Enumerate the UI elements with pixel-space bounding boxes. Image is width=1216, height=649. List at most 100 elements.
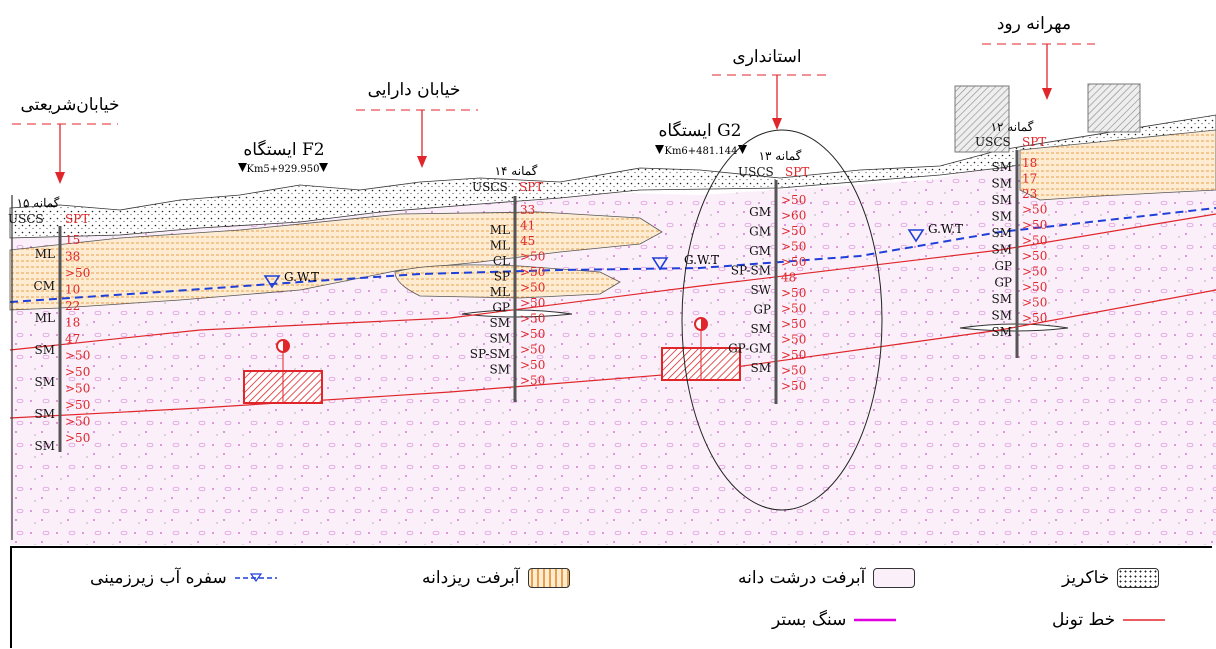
uscs-label: SP-SM	[731, 264, 771, 278]
spt-value: >50	[781, 317, 806, 331]
svg-text:USCS: USCS	[8, 212, 44, 226]
spt-value: >50	[520, 358, 545, 372]
uscs-label: SM	[991, 243, 1012, 257]
spt-value: >50	[520, 312, 545, 326]
tunnel-line-lower	[9, 289, 1216, 419]
spt-value: >50	[1022, 218, 1047, 232]
spt-value: >50	[781, 240, 806, 254]
uscs-label: SM	[991, 226, 1012, 240]
svg-text:گمانه ۱۴: گمانه ۱۴	[495, 164, 538, 178]
spt-value: >50	[520, 281, 545, 295]
uscs-label: SW	[750, 283, 771, 297]
coarse-alluvium-swatch-icon	[873, 568, 916, 588]
uscs-label: SM	[991, 309, 1012, 323]
qanat-block-left	[954, 85, 1010, 153]
uscs-label: SM	[991, 292, 1012, 306]
uscs-label: ML	[35, 311, 55, 325]
uscs-label: SM	[489, 363, 510, 377]
spt-value: >50	[1022, 311, 1047, 325]
uscs-label: GP	[492, 301, 510, 315]
svg-text:گمانه ۱۵: گمانه ۱۵	[17, 196, 60, 210]
gravel-lens-bh14	[461, 309, 573, 318]
uscs-label: SM	[991, 177, 1012, 191]
tunnel-line-icon	[1123, 619, 1166, 621]
spt-value: >50	[1022, 280, 1047, 294]
spt-value: >50	[65, 415, 90, 429]
svg-text:USCS: USCS	[472, 180, 508, 194]
legend-fill: خاکریز	[1062, 568, 1160, 588]
uscs-label: SM	[34, 407, 55, 421]
gwt-marker-2: G.W.T	[651, 253, 719, 271]
uscs-label: GM	[749, 205, 771, 219]
spt-value: >50	[781, 348, 806, 362]
uscs-label: ML	[490, 285, 510, 299]
spt-value: >50	[781, 255, 806, 269]
spt-value: >50	[520, 343, 545, 357]
uscs-label: SM	[34, 343, 55, 357]
spt-value: >50	[1022, 234, 1047, 248]
spt-value: 17	[1022, 172, 1037, 186]
fine-alluvium-swatch-icon	[527, 568, 570, 588]
uscs-label: SM	[991, 325, 1012, 339]
station-g2-box	[661, 317, 741, 381]
landmark-mehraneh-rud: مهرانه رود	[982, 14, 1095, 100]
uscs-label: SM	[34, 375, 55, 389]
spt-value: >50	[65, 365, 90, 379]
spt-value: >50	[520, 265, 545, 279]
svg-text:USCS: USCS	[738, 165, 774, 179]
uscs-label: GP	[994, 276, 1012, 290]
spt-value: >50	[781, 193, 806, 207]
spt-value: 23	[1022, 187, 1037, 201]
uscs-label: SM	[991, 160, 1012, 174]
spt-value: >50	[781, 364, 806, 378]
spt-value: 41	[520, 219, 535, 233]
svg-text:USCS: USCS	[975, 135, 1011, 149]
uscs-label: SM	[489, 316, 510, 330]
legend-groundwater-label: سفره آب زیرزمینی	[90, 568, 227, 588]
spt-value: 10	[65, 283, 80, 297]
uscs-label: SP-SM	[470, 347, 510, 361]
legend-tunnel-label: خط تونل	[1052, 610, 1116, 630]
spt-value: >50	[65, 349, 90, 363]
legend-coarse-alluvium: آبرفت درشت دانه	[738, 568, 916, 588]
svg-text:ایستگاه G2: ایستگاه G2	[658, 120, 741, 141]
station-f2-box	[243, 339, 323, 404]
groundwater-line	[9, 207, 1216, 303]
spt-value: >50	[520, 250, 545, 264]
tunnel-line-upper	[9, 213, 1216, 351]
svg-text:G.W.T: G.W.T	[928, 222, 963, 236]
spt-value: 15	[65, 233, 80, 247]
uscs-label: GM	[749, 225, 771, 239]
legend-fine-alluvium-label: آبرفت ریزدانه	[422, 568, 520, 588]
uscs-label: SM	[489, 332, 510, 346]
spt-value: >50	[1022, 265, 1047, 279]
borehole-12: گمانه ۱۲ USCS SPT SMSMSMSMSMSMGPGPSMSMSM…	[975, 120, 1047, 358]
spt-value: >50	[781, 286, 806, 300]
svg-text:مهرانه رود: مهرانه رود	[997, 14, 1071, 34]
svg-text:SPT: SPT	[1022, 135, 1046, 149]
svg-text:G.W.T: G.W.T	[284, 270, 319, 284]
station-f2: ایستگاه F2 Km5+929.950	[238, 139, 328, 175]
spt-value: 22	[65, 299, 80, 313]
gwt-marker-1: G.W.T	[263, 270, 319, 289]
spt-value: >50	[781, 379, 806, 393]
spt-value: >50	[781, 333, 806, 347]
spt-value: 48	[781, 271, 796, 285]
spt-value: 38	[65, 250, 80, 264]
uscs-label: SM	[991, 193, 1012, 207]
spt-value: 47	[65, 332, 80, 346]
spt-value: >50	[520, 327, 545, 341]
fine-alluvium-lens-right	[1019, 129, 1216, 201]
section-drawing: G.W.T G.W.T G.W.T خیابان‌شریعتی خیابان د…	[8, 14, 1216, 545]
spt-value: >50	[65, 382, 90, 396]
landmark-shariati: خیابان‌شریعتی	[12, 95, 120, 184]
uscs-label: GM	[749, 244, 771, 258]
legend-groundwater: سفره آب زیرزمینی	[90, 568, 277, 588]
uscs-label: GP	[994, 259, 1012, 273]
station-g2-influence-ellipse	[681, 129, 883, 511]
svg-text:خیابان‌شریعتی: خیابان‌شریعتی	[20, 95, 119, 115]
uscs-label: SM	[750, 322, 771, 336]
uscs-label: ML	[490, 239, 510, 253]
uscs-label: GP	[753, 303, 771, 317]
